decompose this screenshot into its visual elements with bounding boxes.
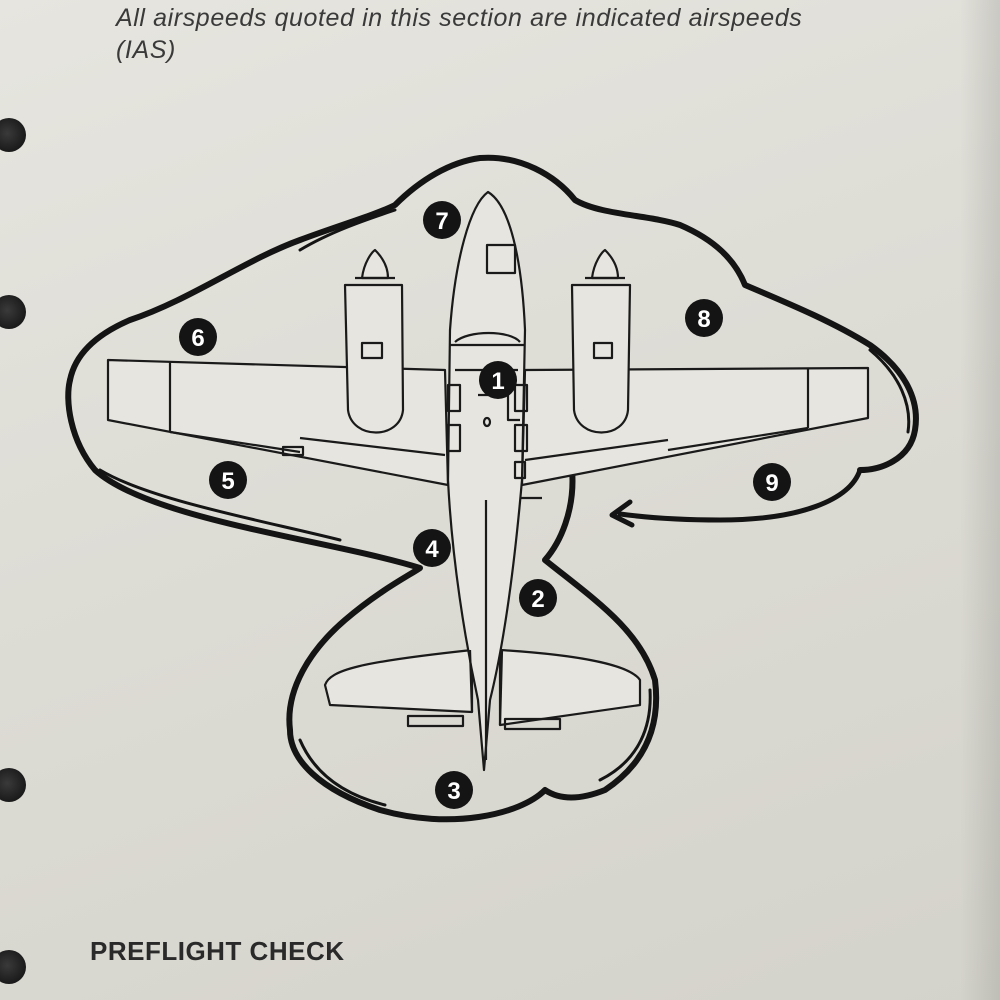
station-number-3: 3: [447, 778, 460, 805]
airspeed-note-line-1: All airspeeds quoted in this section are…: [116, 4, 803, 32]
page-edge-shadow: [960, 0, 1000, 1000]
station-marker-6: 6: [179, 318, 217, 356]
station-marker-7: 7: [423, 201, 461, 239]
airspeed-note: All airspeeds quoted in this section are…: [116, 2, 906, 66]
station-marker-3: 3: [435, 771, 473, 809]
station-number-1: 1: [491, 368, 504, 395]
binder-hole: [0, 118, 26, 152]
station-number-7: 7: [435, 208, 448, 235]
binder-hole: [0, 295, 26, 329]
station-number-5: 5: [221, 468, 234, 495]
station-marker-5: 5: [209, 461, 247, 499]
station-number-6: 6: [191, 325, 204, 352]
aircraft-outline: [106, 190, 870, 772]
airspeed-note-line-2: (IAS): [116, 36, 176, 64]
station-marker-9: 9: [753, 463, 791, 501]
station-number-8: 8: [697, 306, 710, 333]
station-marker-8: 8: [685, 299, 723, 337]
binder-hole: [0, 768, 26, 802]
station-markers: 1 2 3 4 5 6 7: [179, 201, 791, 809]
section-title: PREFLIGHT CHECK: [90, 936, 345, 966]
station-number-2: 2: [531, 586, 544, 613]
station-marker-2: 2: [519, 579, 557, 617]
station-marker-4: 4: [413, 529, 451, 567]
binder-hole: [0, 950, 26, 984]
station-marker-1: 1: [479, 361, 517, 399]
station-number-4: 4: [425, 536, 439, 563]
station-number-9: 9: [765, 470, 778, 497]
